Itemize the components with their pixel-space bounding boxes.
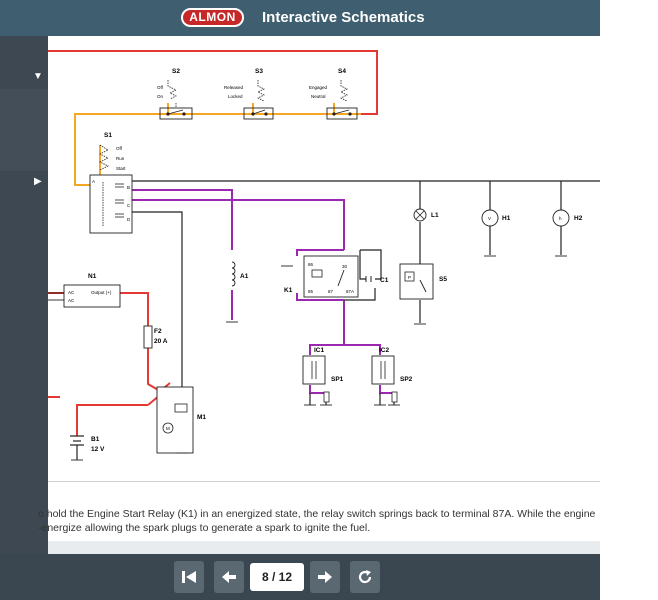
replay-icon — [358, 570, 372, 584]
orange-wires — [74, 103, 361, 186]
label-h2-h: h — [559, 216, 562, 221]
prev-page-button[interactable] — [214, 561, 244, 593]
skip-to-start-icon — [182, 571, 196, 583]
label-s3-released: Released — [224, 85, 244, 90]
label-sp2: SP2 — [400, 376, 413, 383]
label-f2: F2 — [154, 328, 162, 335]
sidebar: ▼ ▶ — [0, 36, 48, 555]
caret-right-icon[interactable]: ▶ — [34, 176, 42, 187]
label-s4-engaged: Engaged — [309, 85, 328, 90]
label-h1-v: V — [488, 216, 491, 221]
lamp-l1[interactable]: L1 — [413, 208, 439, 222]
label-ic1: IC1 — [314, 347, 325, 354]
label-c1: C1 — [380, 277, 389, 284]
caption-text: o hold the Engine Start Relay (K1) in an… — [38, 507, 658, 535]
switch-s2[interactable]: S2 Off On — [157, 68, 193, 120]
label-k1-30: 30 — [342, 264, 348, 269]
label-sp1: SP1 — [331, 376, 344, 383]
module-n1[interactable]: N1 AC AC Output (+) — [48, 273, 121, 308]
arrow-right-icon — [318, 571, 332, 583]
label-s1-start: Start — [116, 166, 126, 171]
label-s5: S5 — [439, 276, 447, 283]
label-b1-rating: 12 V — [91, 446, 105, 453]
switch-s5[interactable]: P S5 — [399, 263, 447, 325]
ignition-coil-ic2[interactable]: IC2 SP2 — [371, 347, 413, 403]
label-s3: S3 — [255, 68, 263, 75]
label-l1: L1 — [431, 212, 439, 219]
gauge-h1[interactable]: V H1 — [481, 209, 511, 257]
arrow-left-icon — [222, 571, 236, 583]
battery-b1[interactable]: B1 12 V — [70, 435, 105, 461]
label-k1-86: 86 — [308, 262, 314, 267]
caret-down-icon[interactable]: ▼ — [33, 71, 43, 82]
label-h1: H1 — [502, 215, 511, 222]
switch-s4[interactable]: S4 Engaged Neutral — [309, 68, 358, 120]
label-ic2: IC2 — [379, 347, 390, 354]
label-s1-d: D — [127, 217, 131, 222]
schematic-diagram: S2 Off On S3 Released Locked S4 Engaged … — [48, 50, 600, 461]
relay-k1[interactable]: K1 86 85 30 87 87A — [284, 255, 359, 298]
label-s1-run: Run — [116, 156, 125, 161]
app-title: Interactive Schematics — [262, 9, 425, 26]
caption-line-2: -energize allowing the spark plugs to ge… — [38, 522, 371, 534]
caption-line-1: o hold the Engine Start Relay (K1) in an… — [38, 508, 596, 520]
label-k1-87a: 87A — [346, 289, 354, 294]
label-k1-87: 87 — [328, 289, 334, 294]
label-s5-p: P — [408, 275, 411, 280]
red-wires — [48, 50, 378, 436]
sidebar-section-1[interactable]: ▼ — [0, 36, 48, 90]
label-s1-a: A — [92, 179, 95, 184]
sidebar-section-3[interactable]: ▶ — [0, 171, 48, 555]
panel-gap — [48, 541, 600, 554]
coil-a1[interactable]: A1 — [226, 261, 249, 323]
label-n1-output: Output (+) — [91, 290, 112, 295]
label-a1: A1 — [240, 273, 249, 280]
label-s2-on: On — [157, 94, 164, 99]
ignition-coil-ic1[interactable]: IC1 SP1 — [302, 347, 344, 403]
sidebar-section-2[interactable] — [0, 89, 48, 172]
fuse-f2[interactable]: F2 20 A — [143, 325, 168, 349]
switch-s3[interactable]: S3 Released Locked — [224, 68, 274, 120]
label-s1-off: Off — [116, 146, 123, 151]
navigation-bar: 8 / 12 — [0, 554, 600, 600]
label-k1: K1 — [284, 287, 293, 294]
starter-m1[interactable]: M M1 — [156, 386, 206, 454]
label-s1: S1 — [104, 132, 112, 139]
black-wires — [76, 180, 600, 460]
label-s2: S2 — [172, 68, 180, 75]
label-n1: N1 — [88, 273, 97, 280]
label-s2-off: Off — [157, 85, 164, 90]
caption-panel: o hold the Engine Start Relay (K1) in an… — [38, 481, 600, 543]
label-m1-m: M — [166, 426, 170, 431]
purple-wires — [127, 189, 394, 394]
label-s4: S4 — [338, 68, 346, 75]
ground-symbols — [176, 265, 400, 454]
app-header: ALMON Interactive Schematics — [0, 0, 600, 36]
label-n1-ac1: AC — [68, 290, 75, 295]
label-s1-c: C — [127, 203, 131, 208]
first-page-button[interactable] — [174, 561, 204, 593]
switch-s1[interactable]: S1 Off Run Start A B C D — [89, 132, 133, 234]
almon-logo: ALMON — [181, 8, 244, 27]
schematic-canvas[interactable]: S2 Off On S3 Released Locked S4 Engaged … — [48, 36, 600, 481]
label-b1: B1 — [91, 436, 100, 443]
label-h2: H2 — [574, 215, 583, 222]
label-s1-b: B — [127, 185, 130, 190]
label-f2-rating: 20 A — [154, 338, 168, 345]
gauge-h2[interactable]: h H2 — [552, 209, 583, 257]
label-s3-locked: Locked — [228, 94, 243, 99]
label-k1-85: 85 — [308, 289, 314, 294]
label-s4-neutral: Neutral — [311, 94, 326, 99]
page-indicator: 8 / 12 — [250, 563, 304, 591]
capacitor-c1[interactable]: C1 — [365, 276, 389, 284]
label-n1-ac2: AC — [68, 298, 75, 303]
next-page-button[interactable] — [310, 561, 340, 593]
label-m1: M1 — [197, 414, 206, 421]
replay-button[interactable] — [350, 561, 380, 593]
